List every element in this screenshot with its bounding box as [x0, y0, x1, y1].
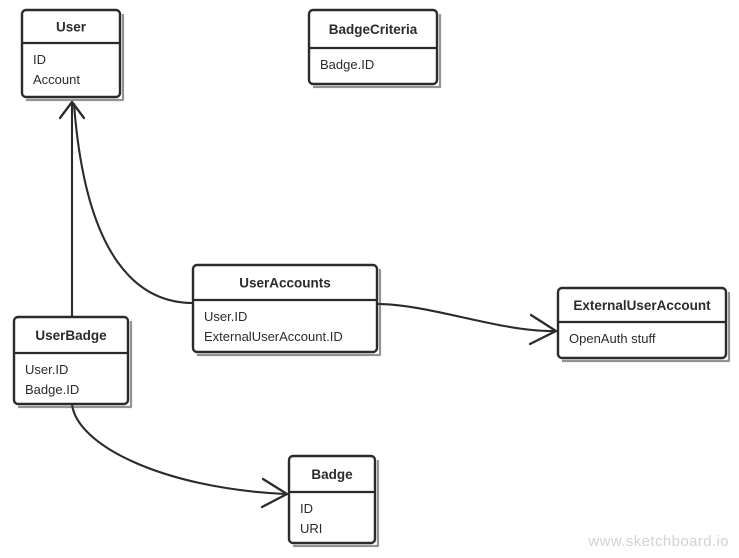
entity-attribute: User.ID [204, 309, 247, 324]
entity-shadow [18, 321, 133, 409]
entity-attribute: Badge.ID [25, 382, 79, 397]
entity-shadow [313, 14, 442, 89]
watermark-label: www.sketchboard.io [588, 533, 729, 550]
entity-title: UserBadge [35, 328, 107, 343]
arrowhead-icon [260, 477, 289, 509]
arrowhead-icon [58, 100, 86, 120]
connector-useraccounts-to-user[interactable] [72, 102, 195, 305]
entity-shadow [26, 14, 125, 102]
entity-attribute: ID [300, 501, 313, 516]
entity-attribute: ExternalUserAccount.ID [204, 329, 343, 344]
connectors-layer [58, 100, 558, 509]
connector-line [70, 402, 287, 496]
arrowhead-icon [528, 313, 558, 346]
connector-line [375, 302, 556, 333]
entity-attribute: Badge.ID [320, 57, 374, 72]
entity-shadow [197, 269, 382, 357]
entity-box [191, 263, 379, 354]
entity-title: BadgeCriteria [329, 22, 418, 37]
entity-shadow [293, 460, 380, 548]
entity-title: ExternalUserAccount [573, 298, 711, 313]
connector-useraccounts-to-externaluseraccount[interactable] [375, 302, 558, 346]
entity-title: UserAccounts [239, 276, 331, 291]
connector-userbadge-to-user[interactable] [58, 100, 86, 319]
entity-box [20, 8, 122, 99]
entity-attribute: Account [33, 72, 80, 87]
connector-line [72, 102, 195, 305]
entity-attribute: OpenAuth stuff [569, 331, 656, 346]
entity-attribute: User.ID [25, 362, 68, 377]
entity-box [12, 315, 130, 406]
entity-attribute: URI [300, 521, 322, 536]
connector-userbadge-to-badge[interactable] [70, 402, 289, 509]
entity-shadow [562, 292, 731, 363]
entity-title: Badge [311, 467, 353, 482]
entity-title: User [56, 20, 87, 35]
entity-box [287, 454, 377, 545]
entity-attribute: ID [33, 52, 46, 67]
